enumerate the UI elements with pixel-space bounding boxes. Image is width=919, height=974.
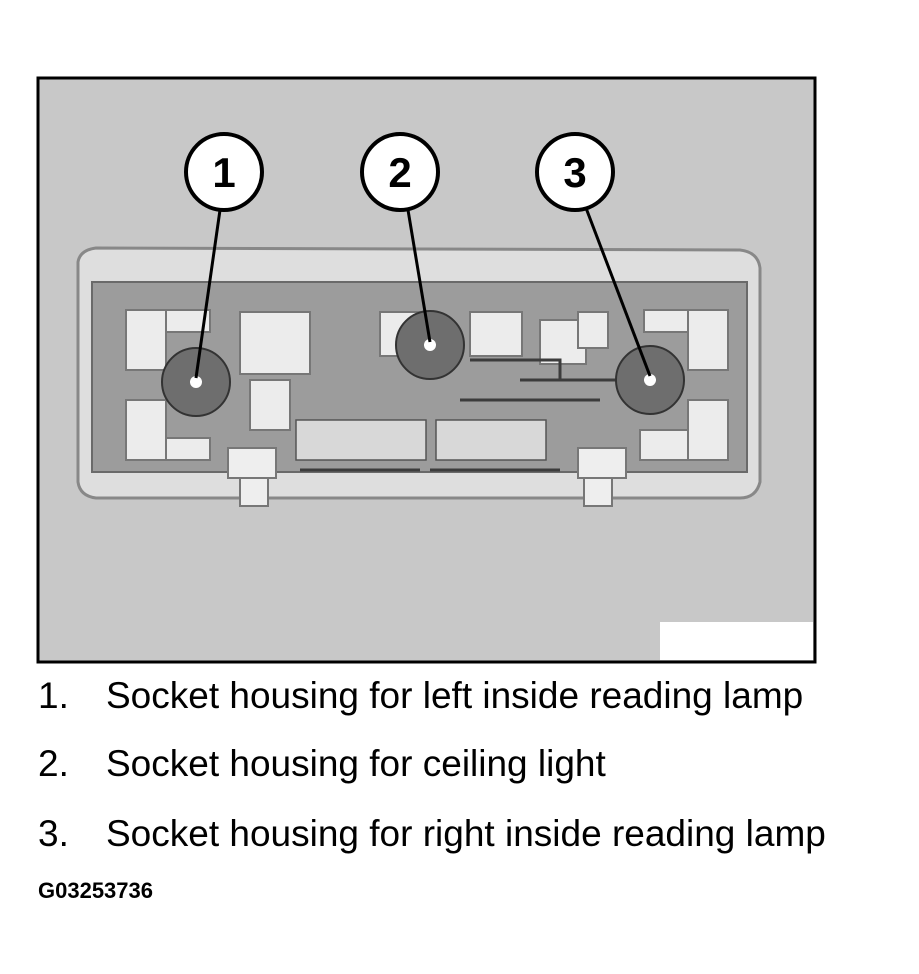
- legend-label-1: Socket housing for left inside reading l…: [106, 675, 804, 716]
- legend-label-3: Socket housing for right inside reading …: [106, 813, 826, 854]
- leader-line-3: [584, 207, 652, 377]
- figure-code: G03253736: [38, 878, 153, 903]
- callout-3-number: 3: [563, 149, 586, 196]
- right-bracket: [639, 309, 729, 461]
- legend-number-3: 3.: [38, 813, 69, 854]
- left-bracket: [125, 309, 311, 461]
- terminal-blocks: [295, 419, 547, 461]
- legend-number-2: 2.: [38, 743, 69, 784]
- socket-1: [161, 347, 231, 417]
- callout-1-number: 1: [212, 149, 235, 196]
- legend-number-1: 1.: [38, 675, 69, 716]
- socket-2: [395, 310, 465, 380]
- leader-line-2: [406, 209, 432, 343]
- component-illustration: 1 2 3: [36, 76, 817, 664]
- leader-line-1: [194, 209, 222, 379]
- callout-1: 1: [184, 132, 264, 212]
- legend-label-2: Socket housing for ceiling light: [106, 743, 606, 784]
- callout-2: 2: [360, 132, 440, 212]
- label-patch: [660, 622, 813, 660]
- socket-3: [615, 345, 685, 415]
- mounting-tabs: [227, 447, 627, 507]
- callout-2-number: 2: [388, 149, 411, 196]
- callout-3: 3: [535, 132, 615, 212]
